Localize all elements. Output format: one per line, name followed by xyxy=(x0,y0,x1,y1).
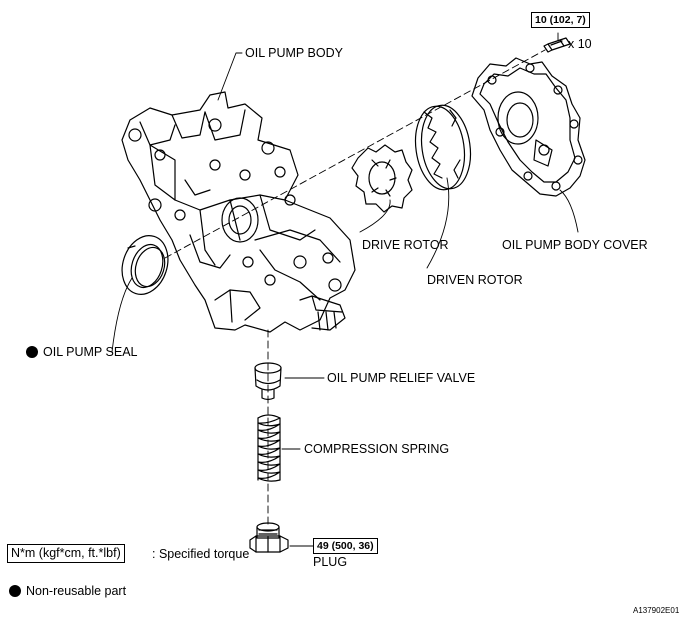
torque-unit-legend-box: N*m (kgf*cm, ft.*lbf) xyxy=(7,544,125,563)
oil-pump-seal-part xyxy=(121,235,169,295)
plug-torque-box: 49 (500, 36) xyxy=(313,538,378,554)
non-reusable-legend-dot-icon xyxy=(9,585,21,597)
non-reusable-legend-text: Non-reusable part xyxy=(26,584,127,598)
drive-rotor-part xyxy=(351,144,413,213)
non-reusable-dot-icon xyxy=(26,346,38,358)
non-reusable-legend: Non-reusable part xyxy=(9,584,126,598)
bolt-part xyxy=(543,37,571,53)
oil-pump-body-label: OIL PUMP BODY xyxy=(245,46,343,60)
oil-pump-body-cover-label: OIL PUMP BODY COVER xyxy=(502,238,648,252)
compression-spring-label: COMPRESSION SPRING xyxy=(304,442,450,456)
drive-rotor-label: DRIVE ROTOR xyxy=(362,238,449,252)
assembly-centerline xyxy=(164,49,546,526)
oil-pump-relief-valve-part xyxy=(254,362,282,401)
oil-pump-body-part xyxy=(121,91,356,333)
oil-pump-body-cover-part xyxy=(471,57,586,197)
bolt-torque-box: 10 (102, 7) xyxy=(531,12,590,28)
plug-part xyxy=(249,522,289,553)
driven-rotor-part xyxy=(414,104,472,191)
bolt-count-label: x 10 xyxy=(568,37,592,51)
figure-id: A137902E01 xyxy=(633,606,680,615)
plug-label: PLUG xyxy=(313,555,348,569)
torque-legend-description: : Specified torque xyxy=(152,547,250,561)
oil-pump-seal-label: OIL PUMP SEAL xyxy=(26,345,137,359)
oil-pump-seal-text: OIL PUMP SEAL xyxy=(43,345,138,359)
compression-spring-part xyxy=(257,414,281,482)
oil-pump-relief-valve-label: OIL PUMP RELIEF VALVE xyxy=(327,371,476,385)
leader-lines xyxy=(111,32,579,547)
driven-rotor-label: DRIVEN ROTOR xyxy=(427,273,523,287)
